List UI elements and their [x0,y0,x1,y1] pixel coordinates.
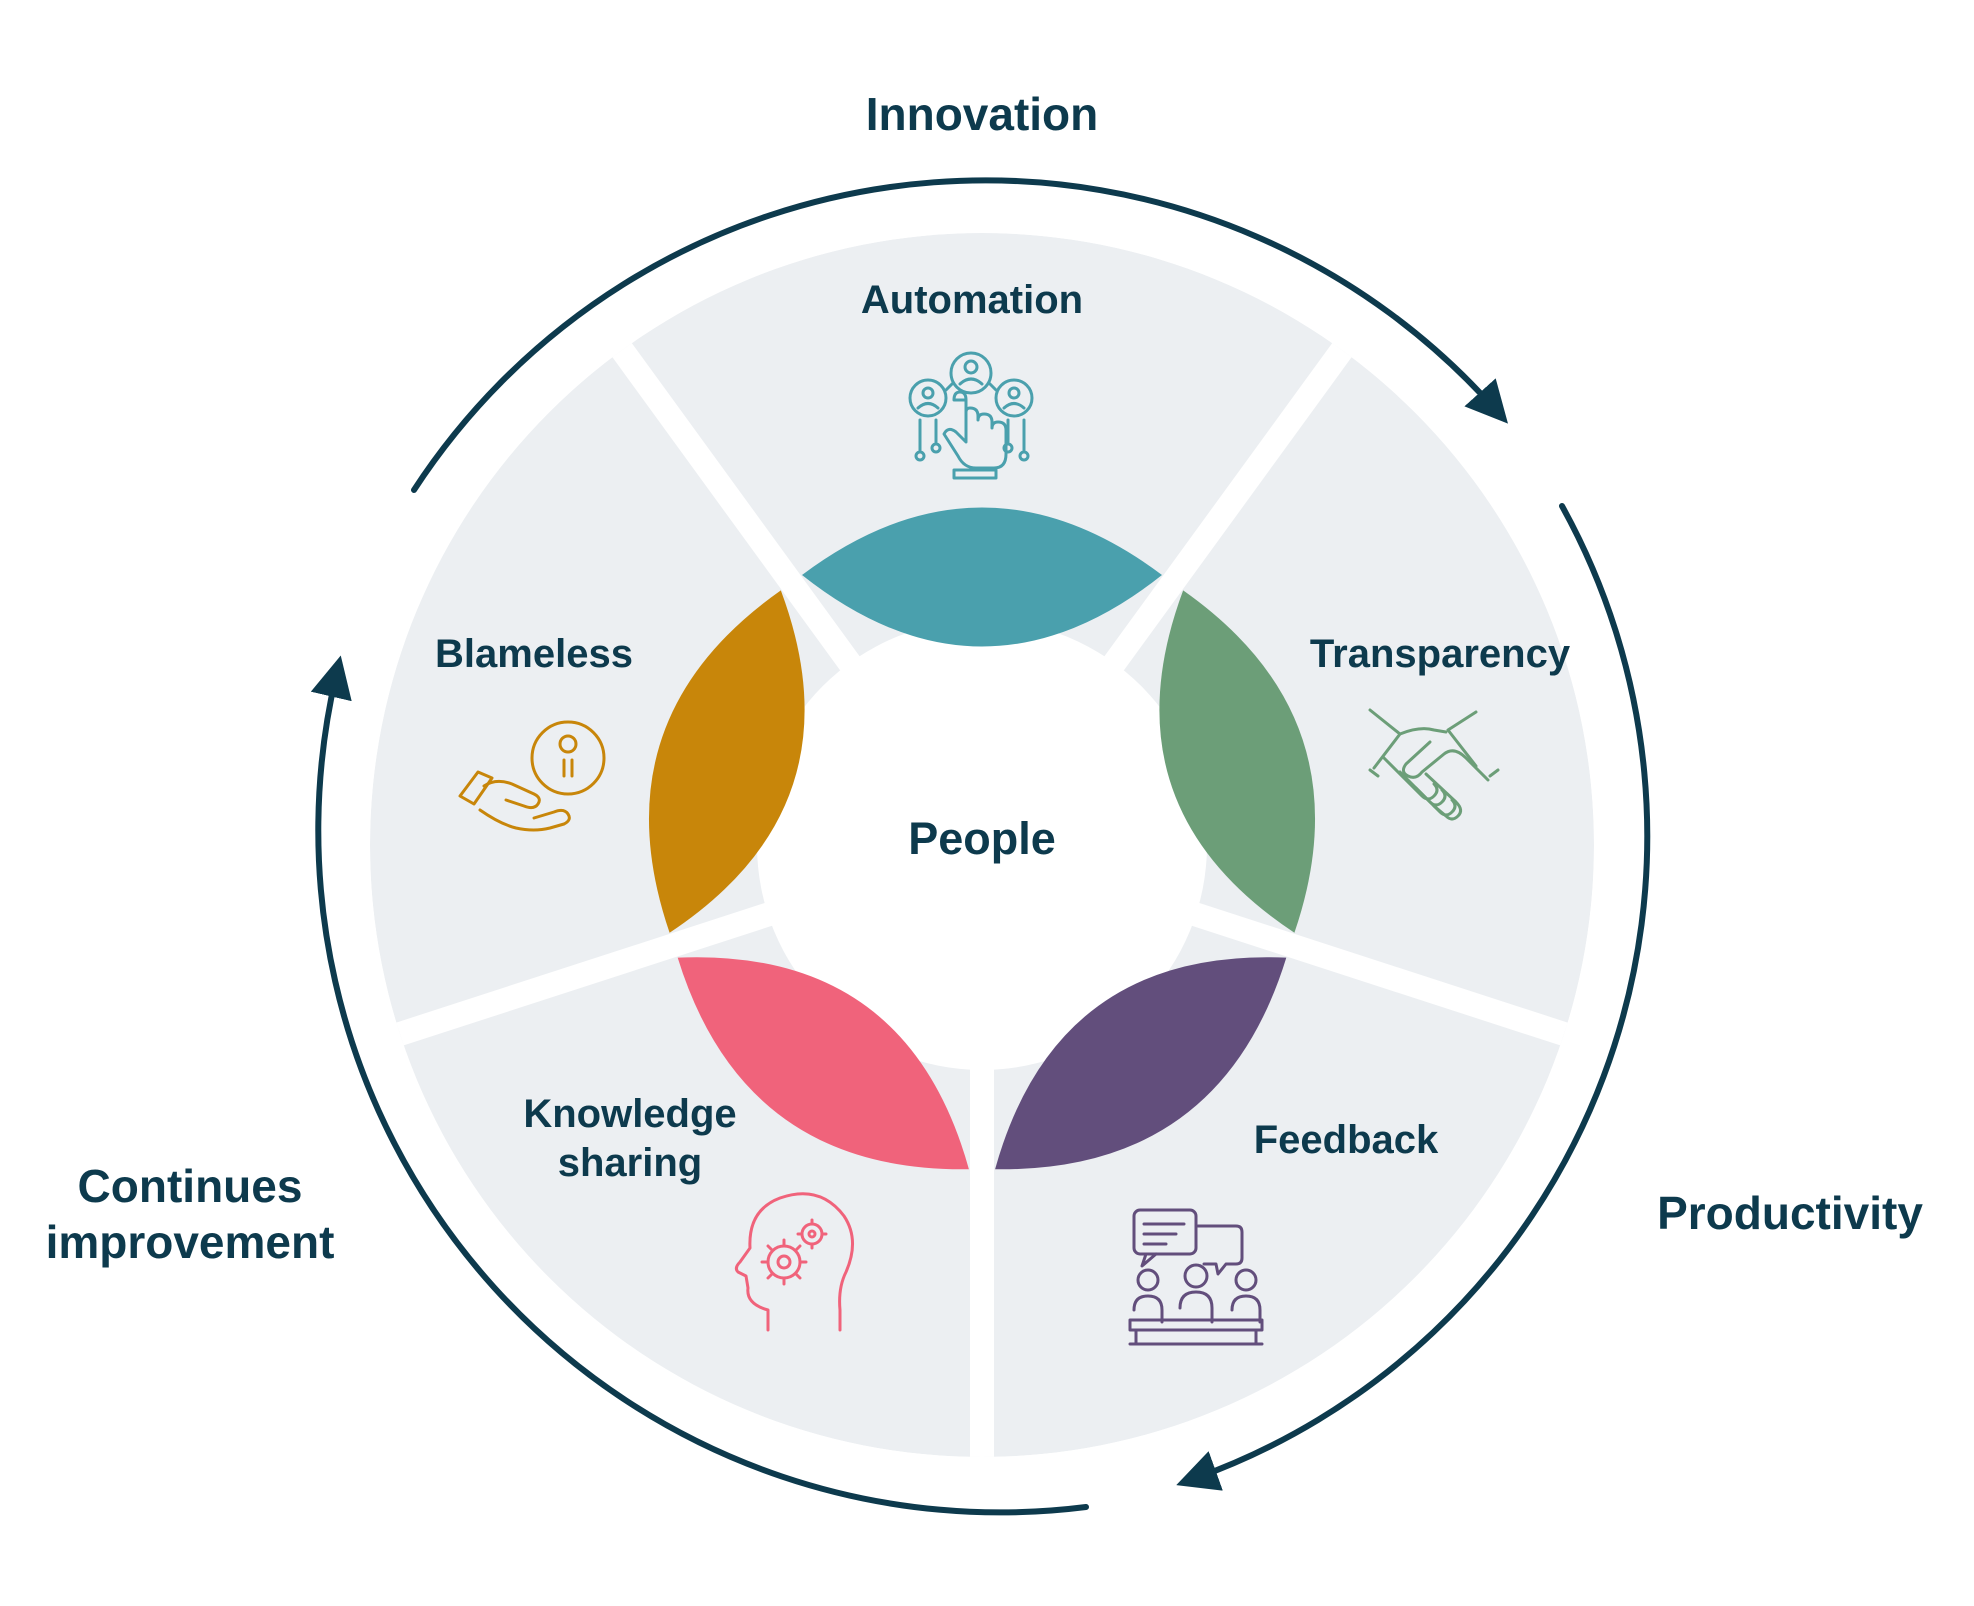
arrow-right [1176,503,1651,1491]
label-blameless: Blameless [435,632,633,676]
hand-coin-icon [458,720,606,832]
label-productivity: Productivity [1657,1187,1923,1239]
team-discussion-icon [1128,1208,1264,1346]
head-gears-icon [734,1192,854,1332]
cycle-arrows [310,177,1651,1516]
arrow-left [310,655,1089,1516]
label-continues-improvement: Continues improvement [20,1158,360,1270]
arrow-top [411,177,1509,493]
label-knowledge-line2: sharing [557,1140,703,1185]
segment-backgrounds [370,233,1594,1457]
label-knowledge-line1: Knowledge [523,1092,737,1136]
label-continues-line1: Continues [77,1160,303,1212]
petal-feedback [995,957,1287,1170]
petal-transparency [1159,590,1316,933]
label-transparency: Transparency [1309,632,1571,676]
petal-automation [802,507,1162,647]
label-feedback: Feedback [1253,1118,1439,1162]
label-people: People [908,813,1056,864]
label-continues-line2: improvement [45,1216,335,1269]
petal-knowledge-sharing [677,957,969,1170]
label-knowledge-sharing: Knowledge sharing [430,1090,830,1188]
petal-blameless [648,590,805,933]
petals [648,507,1316,1170]
automation-icon [908,351,1034,480]
handshake-icon [1368,708,1500,821]
label-innovation: Innovation [865,88,1099,140]
label-automation: Automation [860,278,1084,322]
